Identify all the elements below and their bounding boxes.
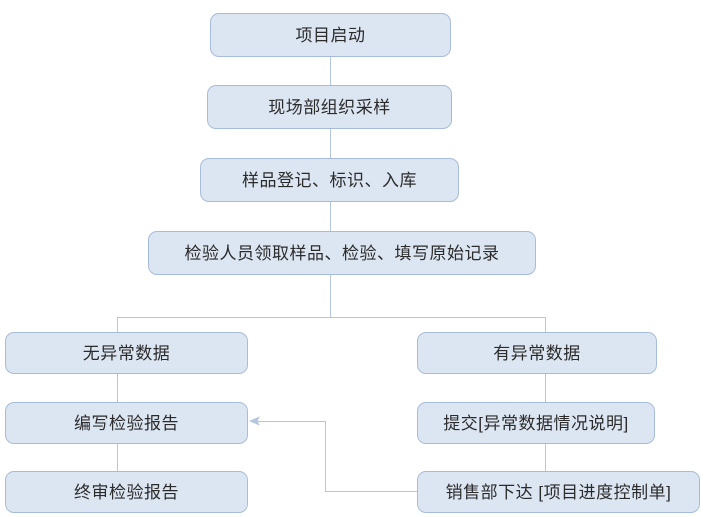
node-label: 样品登记、标识、入库 xyxy=(242,170,417,190)
connector-n2-n3 xyxy=(330,129,331,158)
node-label: 销售部下达 [项目进度控制单] xyxy=(445,482,672,502)
node-has-abnormal-data[interactable]: 有异常数据 xyxy=(417,332,657,374)
connector-feedback-bottom xyxy=(325,491,418,492)
node-submit-abnormal-data-explanation[interactable]: 提交[异常数据情况说明] xyxy=(417,402,655,444)
connector-n1-n2 xyxy=(330,57,331,85)
node-label: 现场部组织采样 xyxy=(268,97,391,117)
connector-split-bus xyxy=(117,317,546,318)
node-sample-registration[interactable]: 样品登记、标识、入库 xyxy=(200,158,459,202)
connector-n5-n7 xyxy=(117,374,118,402)
node-inspector-collect-test-record[interactable]: 检验人员领取样品、检验、填写原始记录 xyxy=(148,231,536,275)
connector-feedback-riser xyxy=(325,421,326,492)
node-final-inspection-report[interactable]: 终审检验报告 xyxy=(5,471,248,513)
node-sales-dept-issue-progress-control-form[interactable]: 销售部下达 [项目进度控制单] xyxy=(417,471,700,513)
connector-n7-n9 xyxy=(117,444,118,471)
node-site-dept-sampling[interactable]: 现场部组织采样 xyxy=(207,85,452,129)
connector-n6-n8 xyxy=(545,374,546,402)
feedback-arrowhead-icon xyxy=(249,416,260,426)
node-label: 终审检验报告 xyxy=(74,482,179,502)
connector-n3-n4 xyxy=(330,202,331,231)
connector-n8-n10 xyxy=(545,444,546,471)
connector-split-n5 xyxy=(117,317,118,333)
node-label: 编写检验报告 xyxy=(74,413,179,433)
node-no-abnormal-data[interactable]: 无异常数据 xyxy=(5,332,248,374)
node-label: 无异常数据 xyxy=(82,343,171,363)
node-label: 检验人员领取样品、检验、填写原始记录 xyxy=(184,243,500,263)
node-label: 提交[异常数据情况说明] xyxy=(443,413,629,433)
connector-split-n6 xyxy=(545,317,546,333)
node-write-inspection-report[interactable]: 编写检验报告 xyxy=(5,402,248,444)
connector-n4-split xyxy=(330,275,331,318)
connector-feedback-top xyxy=(257,421,326,422)
node-label: 项目启动 xyxy=(295,25,366,45)
node-label: 有异常数据 xyxy=(493,343,581,363)
node-project-start[interactable]: 项目启动 xyxy=(210,13,451,57)
